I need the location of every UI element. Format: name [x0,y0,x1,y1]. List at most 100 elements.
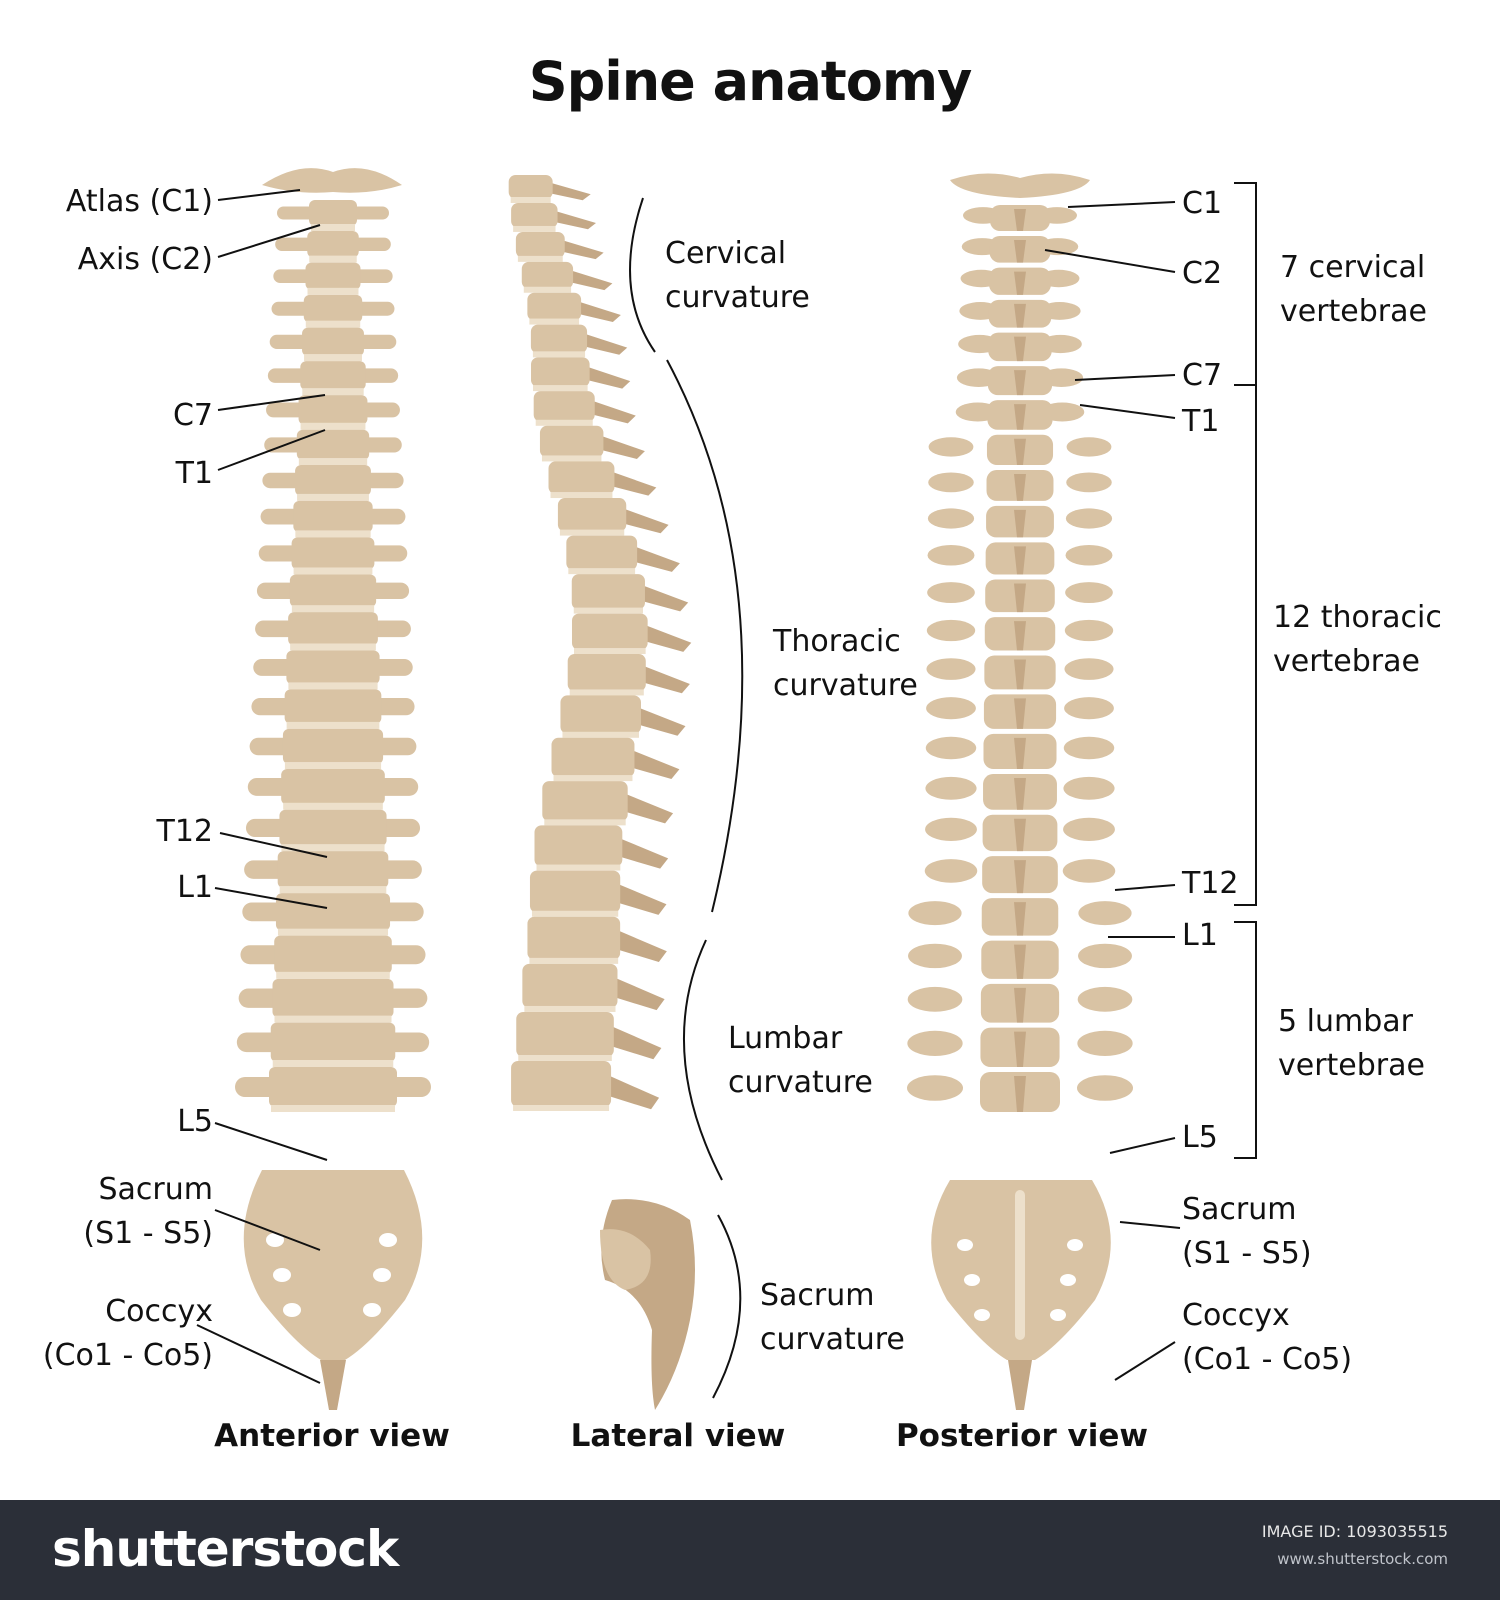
spinous-process [1014,737,1026,770]
sacral-foramen [379,1233,397,1247]
spinous-process [643,624,692,652]
coccyx-shape [320,1360,346,1410]
vertebral-body [539,425,604,458]
vertebral-body [511,203,558,228]
transverse-process [908,901,962,926]
leader-p-c2 [1044,249,1176,273]
label-thoracic-curvature: Thoracic curvature [773,624,918,703]
label-group-cervical: 7 cervical vertebrae [1280,250,1427,329]
transverse-process [1063,817,1115,841]
sacral-foramen [273,1268,291,1282]
vertebral-body [293,500,373,533]
page-title: Spine anatomy [528,50,973,113]
spinous-process [641,665,690,694]
group-brackets [1234,182,1257,1159]
sacral-foramen [1067,1239,1083,1251]
leader-axis [217,224,321,258]
intervertebral-disc [271,1105,395,1112]
transverse-process [1064,658,1114,680]
transverse-process [1065,544,1113,566]
label-l5: L5 [177,1104,213,1139]
atlas-shape [262,168,402,193]
spinous-process [613,977,665,1011]
label-l1: L1 [177,870,213,905]
vertebral-body [296,429,370,461]
intervertebral-disc [535,419,593,426]
intervertebral-disc [553,775,633,782]
intervertebral-disc [517,255,563,262]
spinous-process [1014,240,1026,263]
leader-p-c7 [1074,374,1176,381]
spinous-process [1014,271,1026,295]
spinous-process [560,239,604,260]
atlas-shape [950,173,1090,198]
arc-cervical [629,197,656,353]
label-sacrum: Sacrum (S1 - S5) [83,1172,213,1251]
intervertebral-disc [510,197,551,203]
sacral-foramen [1060,1274,1076,1286]
vertebral-body [288,612,378,646]
spinous-process [1014,546,1026,575]
spinous-process [1014,474,1026,501]
leader-atlas [217,189,301,201]
transverse-process [1077,1075,1133,1101]
transverse-process [1063,736,1115,760]
vertebral-body [307,231,359,258]
vertebral-body [511,1061,612,1107]
vertebral-body [272,978,394,1018]
vertebral-body [281,769,385,805]
transverse-process [1065,582,1113,604]
leader-l1 [214,887,328,909]
site-url: www.shutterstock.com [1277,1550,1448,1568]
label-p-c7: C7 [1182,358,1223,393]
vertebral-body [289,574,377,608]
transverse-process [925,817,977,841]
arc-sacrum [712,1214,742,1399]
intervertebral-disc [573,607,643,614]
spinous-process [1014,1076,1026,1112]
vertebral-body [527,292,582,321]
vertebral-body [269,1067,397,1107]
intervertebral-disc [532,351,586,358]
spinous-process [1014,404,1026,430]
label-p-t1: T1 [1182,404,1220,439]
vertebral-body [508,175,553,199]
transverse-process [907,1030,963,1056]
intervertebral-disc [573,648,646,655]
spinous-process [1014,778,1026,810]
intervertebral-disc [513,225,556,232]
vertebral-body [521,261,574,289]
intervertebral-disc [524,1005,616,1012]
leader-t1 [217,429,326,471]
spinous-process [1014,944,1026,979]
vertebral-body [533,391,595,422]
spinous-process [607,1074,660,1110]
spinous-process [1014,303,1026,328]
spinous-process [1014,698,1026,729]
intervertebral-disc [513,1105,610,1111]
vertebral-body [302,327,364,357]
spine-diagram [196,168,1257,1410]
transverse-process [1077,1030,1133,1056]
arc-thoracic [666,359,744,913]
spinous-process [616,883,667,915]
transverse-process [1078,943,1132,969]
vertebral-body [279,809,387,847]
sacral-foramen [283,1303,301,1317]
vertebral-body [522,963,618,1008]
median-sacral-crest [1015,1190,1025,1340]
vertebral-body [286,650,380,685]
sacral-foramen [974,1309,990,1321]
intervertebral-disc [291,605,375,613]
label-group-lumbar: 5 lumbar vertebrae [1278,1004,1425,1083]
intervertebral-disc [311,224,355,231]
spinous-process [1014,509,1026,538]
vertebral-body [277,851,389,889]
vertebral-body [291,537,375,570]
label-cervical-curvature: Cervical curvature [665,236,810,315]
intervertebral-disc [276,971,390,979]
vertebral-body [560,695,641,734]
label-p-l1: L1 [1182,918,1218,953]
label-p-t12: T12 [1182,866,1239,901]
anterior-view-title: Anterior view [214,1418,450,1454]
